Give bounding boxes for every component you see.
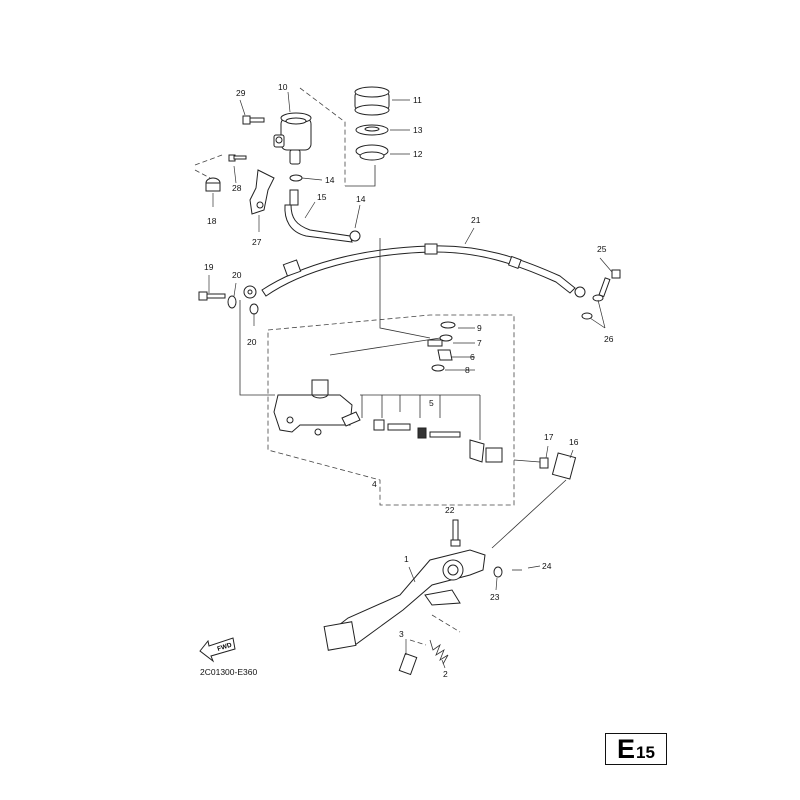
callout-5: 5 — [429, 398, 434, 408]
brake-hose — [243, 243, 586, 299]
callout-28: 28 — [232, 183, 242, 193]
hose-clip-2 — [349, 230, 361, 242]
callout-15: 15 — [317, 192, 327, 202]
reservoir-bracket — [249, 169, 275, 215]
pedal-bolt — [450, 519, 461, 547]
reservoir-cap — [354, 86, 390, 116]
callout-leaders — [208, 91, 613, 669]
section-letter: E — [617, 734, 636, 764]
master-cylinder-kit — [341, 394, 503, 463]
callout-6: 6 — [470, 352, 475, 362]
locknut — [539, 457, 549, 469]
section-number: 15 — [636, 743, 655, 762]
reservoir-hose — [284, 189, 353, 243]
reservoir-bolt — [242, 115, 265, 125]
hose-clip — [289, 174, 303, 182]
callout-2: 2 — [443, 669, 448, 679]
bracket-bolt — [228, 154, 247, 162]
damper-collar — [205, 177, 221, 192]
callout-23: 23 — [490, 592, 500, 602]
callout-4: 4 — [372, 479, 377, 489]
master-cylinder — [273, 379, 353, 436]
callout-27: 27 — [252, 237, 262, 247]
callout-12: 12 — [413, 149, 423, 159]
callout-18: 18 — [207, 216, 217, 226]
callout-8: 8 — [465, 365, 470, 375]
hose-joint — [427, 321, 456, 372]
callout-3: 3 — [399, 629, 404, 639]
pedal-collar — [398, 652, 418, 676]
brake-pedal — [323, 549, 486, 651]
copper-washer-right — [581, 294, 604, 320]
callout-29: 29 — [236, 88, 246, 98]
callout-16: 16 — [569, 437, 579, 447]
pedal-washer — [493, 566, 503, 578]
callout-24: 24 — [542, 561, 552, 571]
callout-19: 19 — [204, 262, 214, 272]
callout-1: 1 — [404, 554, 409, 564]
callout-10: 10 — [278, 82, 288, 92]
fwd-label: FWD — [216, 642, 233, 653]
diagram-reference-code: 2C01300-E360 — [200, 667, 258, 677]
callout-14a: 14 — [325, 175, 335, 185]
callout-22: 22 — [445, 505, 455, 515]
union-bolt-right — [598, 269, 621, 298]
callout-13: 13 — [413, 125, 423, 135]
callout-9: 9 — [477, 323, 482, 333]
clevis — [551, 452, 577, 480]
callout-25: 25 — [597, 244, 607, 254]
callout-labels: 10 11 13 12 29 28 14 18 15 14 27 21 25 2… — [204, 82, 614, 679]
reservoir-plate — [355, 124, 389, 136]
fwd-arrow-icon: FWD — [199, 637, 236, 663]
union-bolt-left — [198, 291, 226, 301]
callout-14b: 14 — [356, 194, 366, 204]
callout-26: 26 — [604, 334, 614, 344]
callout-20b: 20 — [247, 337, 257, 347]
section-badge: E 15 — [605, 733, 667, 765]
callout-7: 7 — [477, 338, 482, 348]
callout-20a: 20 — [232, 270, 242, 280]
callout-11: 11 — [413, 95, 422, 105]
return-spring — [429, 639, 449, 665]
callout-21: 21 — [471, 215, 481, 225]
copper-washer-left — [227, 295, 259, 315]
reservoir-tank — [273, 112, 312, 165]
callout-17: 17 — [544, 432, 554, 442]
reservoir-diaphragm — [355, 144, 389, 161]
